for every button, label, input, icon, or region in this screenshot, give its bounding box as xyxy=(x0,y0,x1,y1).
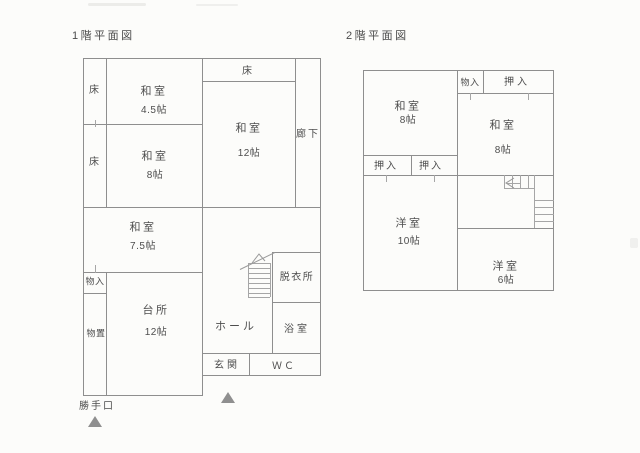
room-label-genkan: 玄関 xyxy=(214,360,240,371)
entrance-triangle-icon xyxy=(221,392,235,403)
room-label-datsuijo: 脱衣所 xyxy=(279,272,315,283)
backdoor-triangle-icon xyxy=(88,416,102,427)
room-label-rouka: 廊下 xyxy=(296,129,320,140)
room-label-toko-lower: 床 xyxy=(89,157,101,168)
room-label-toko-upper: 床 xyxy=(89,85,101,96)
room-label-washitsu45-name: 和室 xyxy=(140,85,168,98)
room-label-daidokoro-name: 台所 xyxy=(142,304,170,317)
room-label-youshitsu10-name: 洋室 xyxy=(395,217,423,230)
room-label-monoire-2f: 物入 xyxy=(460,77,480,88)
room-label-washitsu8-size: 8帖 xyxy=(146,170,164,181)
room-label-yokushitsu: 浴室 xyxy=(284,324,310,335)
room-label-hall: ホール xyxy=(215,320,257,333)
room-label-washitsu-right-size: 8帖 xyxy=(494,145,512,156)
room-label-daidokoro-size: 12帖 xyxy=(144,327,168,338)
room-label-monooki: 物置 xyxy=(86,328,106,339)
room-label-youshitsu10-size: 10帖 xyxy=(397,236,421,247)
room-label-toko-right: 床 xyxy=(242,66,254,77)
scan-artifact xyxy=(196,4,238,6)
room-label-washitsu45-size: 4.5帖 xyxy=(141,105,167,116)
room-label-oshiire-left1: 押入 xyxy=(374,161,398,172)
room-label-washitsu75-size: 7.5帖 xyxy=(130,241,156,252)
room-label-washitsu-left-name: 和室 xyxy=(394,100,422,113)
floor1-title: 1階平面図 xyxy=(72,30,135,42)
scan-artifact xyxy=(630,238,638,248)
room-label-youshitsu6-size: 6帖 xyxy=(497,275,515,286)
room-label-katteguchi: 勝手口 xyxy=(79,401,115,412)
room-label-washitsu12-name: 和室 xyxy=(235,122,263,135)
floor2-title: 2階平面図 xyxy=(346,30,409,42)
scan-artifact xyxy=(88,3,146,6)
room-label-wc: ＷＣ xyxy=(272,361,296,372)
room-label-washitsu8-name: 和室 xyxy=(141,150,169,163)
stairs-2f-direction-arrow-icon xyxy=(505,177,515,189)
room-label-youshitsu6-name: 洋室 xyxy=(492,260,520,273)
stairs-1f-direction-arrow-icon xyxy=(251,253,266,264)
room-label-washitsu75-name: 和室 xyxy=(129,221,157,234)
room-label-oshiire-left2: 押入 xyxy=(419,161,443,172)
room-label-oshiire-top: 押入 xyxy=(504,77,530,88)
room-label-monoire-1f: 物入 xyxy=(85,276,105,287)
room-label-washitsu-right-name: 和室 xyxy=(489,119,517,132)
room-label-washitsu-left-size: 8帖 xyxy=(399,115,417,126)
room-label-washitsu12-size: 12帖 xyxy=(237,148,261,159)
